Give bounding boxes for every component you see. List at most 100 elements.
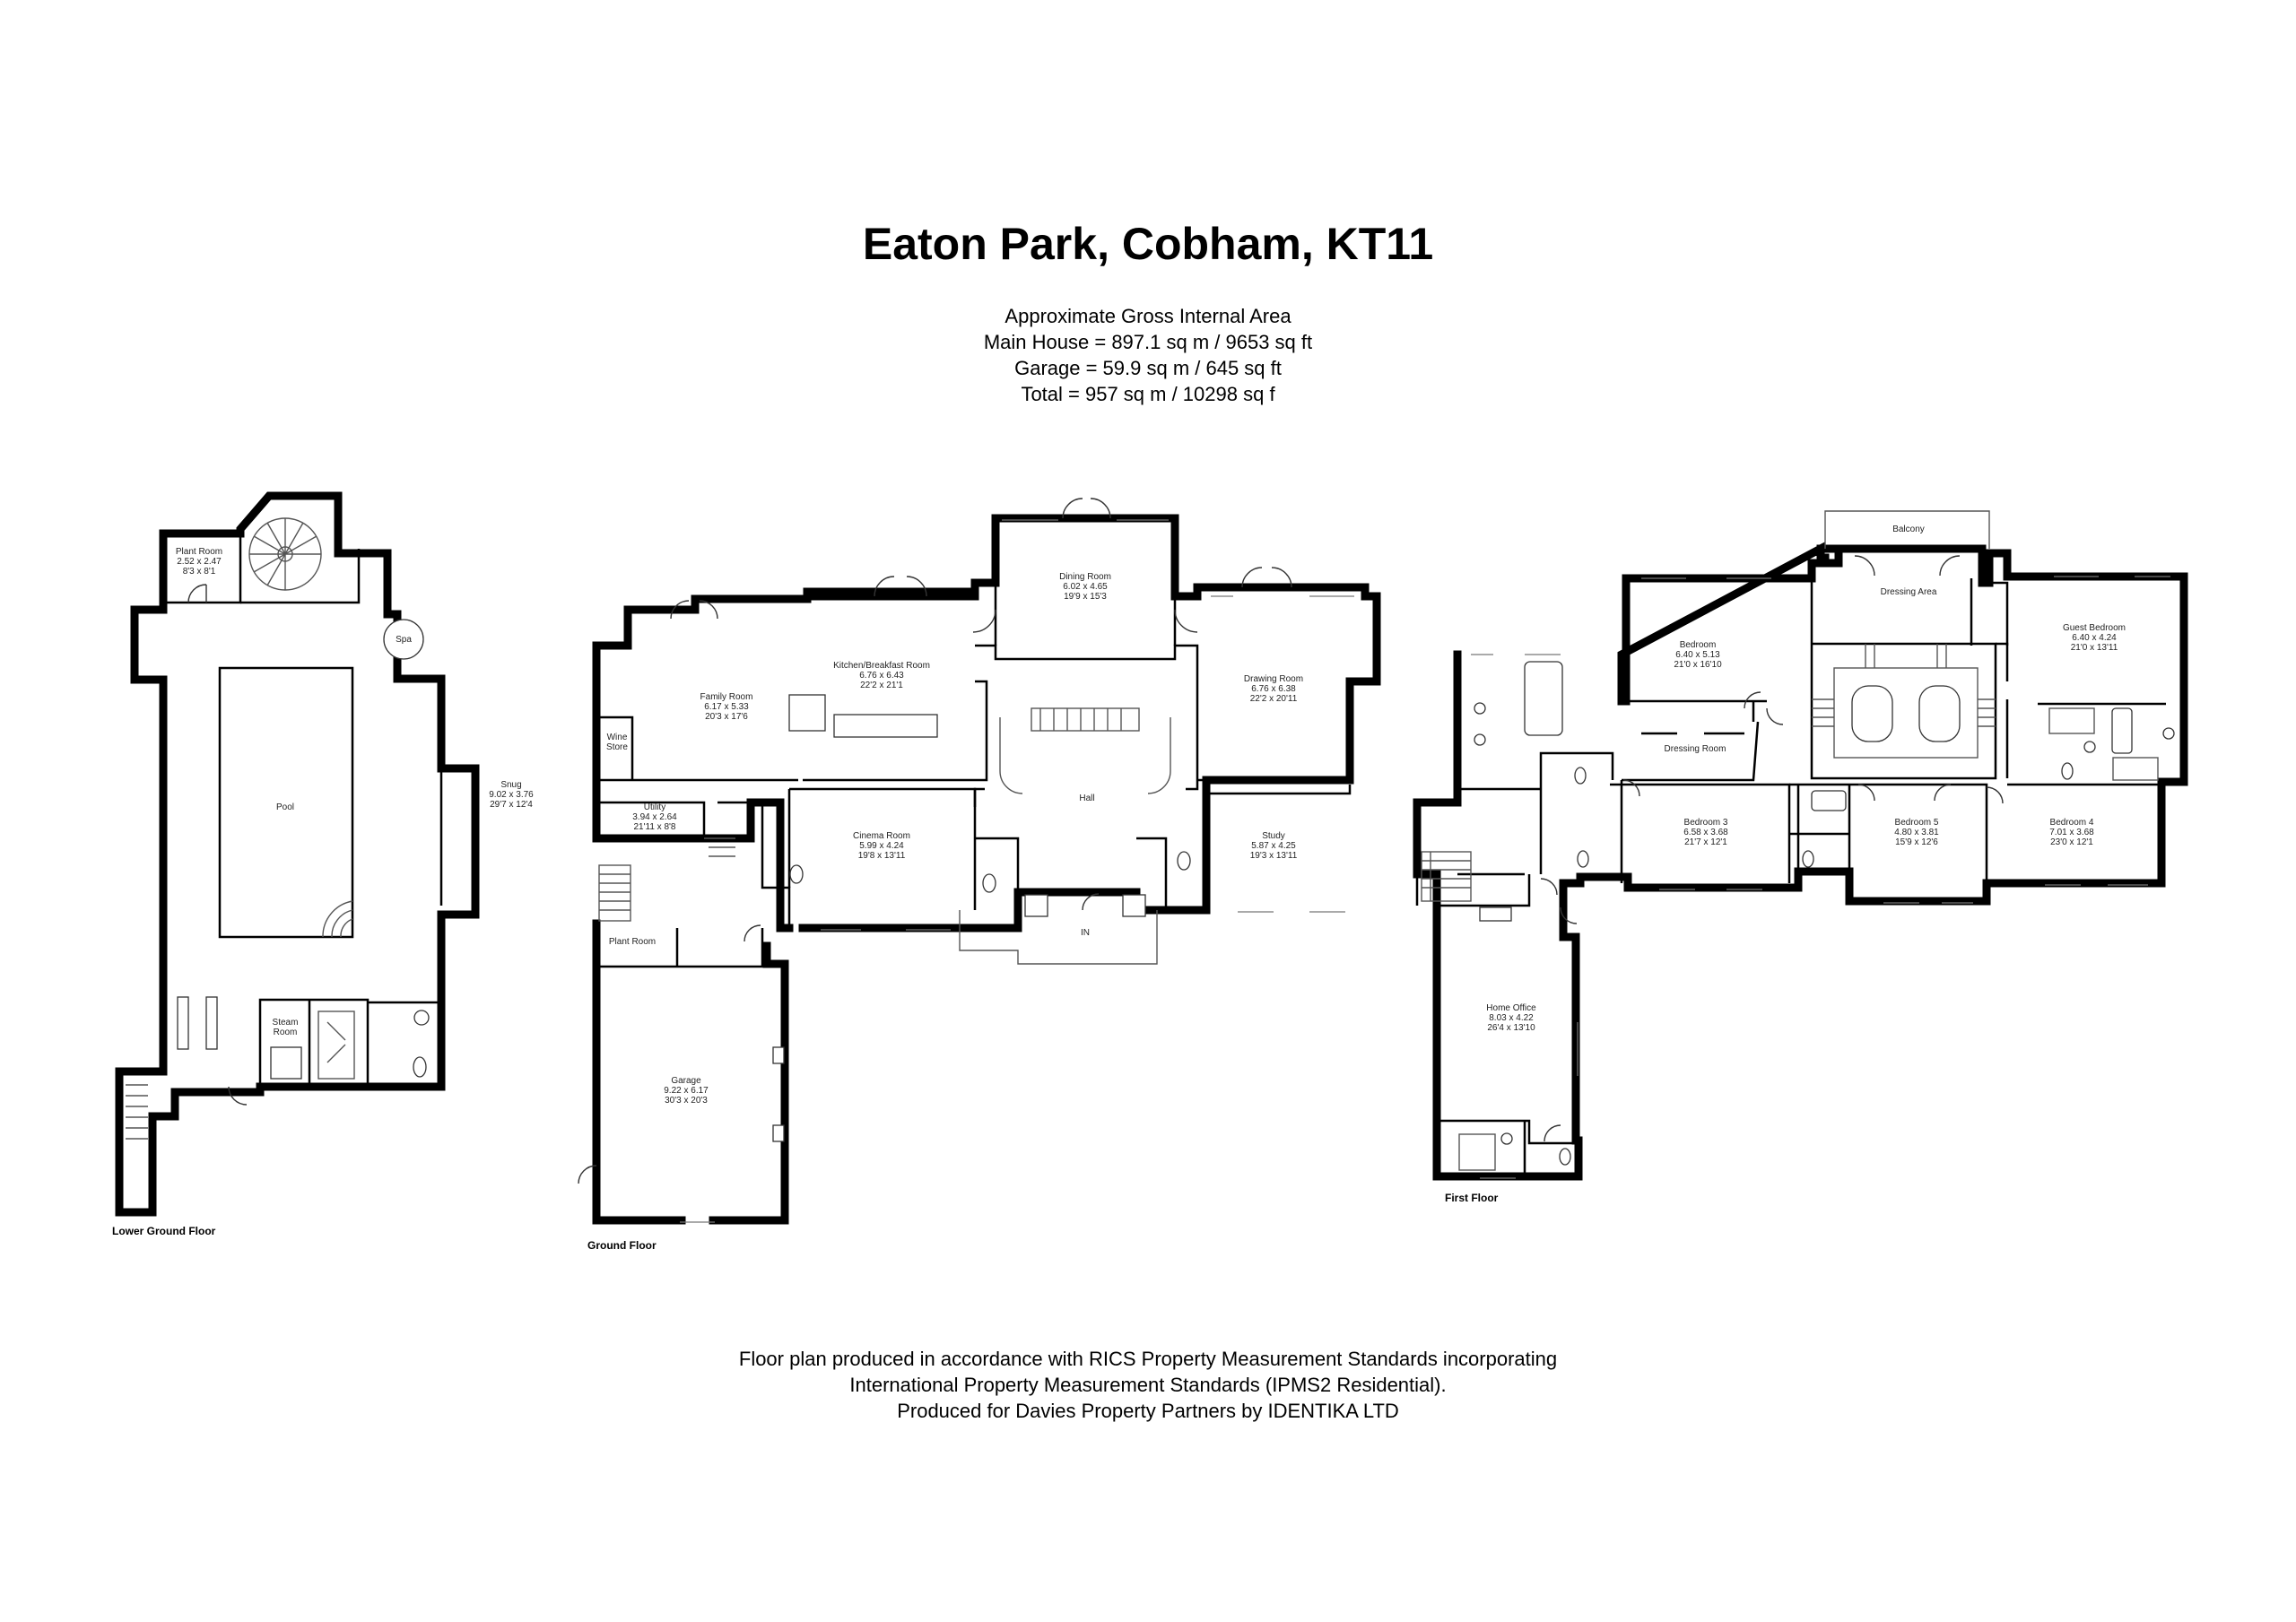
gf-cinema-imperial: 19'8 x 13'11 (858, 851, 906, 861)
lg-pool-name: Pool (276, 802, 294, 812)
gf-dining-metric: 6.02 x 4.65 (1063, 582, 1108, 592)
gf-garage-name: Garage (671, 1076, 701, 1086)
lower-ground-outer-wall (115, 491, 480, 1217)
pool-basin (218, 666, 354, 939)
door-swing (670, 576, 927, 620)
ff-guest-bedroom-metric: 6.40 x 4.24 (2072, 633, 2117, 643)
ff-dressing-area-name: Dressing Area (1881, 587, 1937, 597)
lg-snug-metric: 9.02 x 3.76 (489, 790, 534, 800)
gf-study-imperial: 19'3 x 13'11 (1250, 851, 1298, 861)
central-stair-void (1812, 644, 1996, 759)
ff-home-office-imperial: 26'4 x 13'10 (1487, 1023, 1535, 1033)
master-bedroom-walls (1622, 699, 1767, 782)
footer-line-3: Produced for Davies Property Partners by… (897, 1400, 1399, 1422)
wc (413, 1056, 427, 1078)
stair-well-walls (1810, 642, 1997, 780)
gf-hall-name: Hall (1079, 794, 1094, 803)
windows (1471, 576, 2170, 1179)
cinema-walls (787, 787, 977, 910)
ff-home-office-name: Home Office (1486, 1003, 1536, 1013)
dressing-area-walls (1810, 578, 2009, 646)
gf-wine-name2: Store (606, 742, 628, 752)
ground-floor-label: Ground Floor (587, 1239, 657, 1252)
ensuite-walls (1457, 751, 1614, 874)
basin (1474, 702, 1486, 715)
area-summary: Approximate Gross Internal Area Main Hou… (0, 303, 2296, 407)
gf-study-name: Study (1262, 831, 1285, 841)
gf-drawing-imperial: 22'2 x 20'11 (1250, 694, 1298, 704)
ff-bedroom-3-metric: 6.58 x 3.68 (1683, 828, 1728, 837)
utility-stair (598, 837, 735, 922)
hall-main-stair (999, 707, 1171, 794)
garage-pier (772, 1046, 785, 1064)
gf-plant-room-name: Plant Room (609, 937, 656, 947)
wc (982, 873, 996, 893)
ff-balcony-name: Balcony (1892, 525, 1925, 534)
gf-garage-imperial: 30'3 x 20'3 (665, 1096, 708, 1106)
kitchenette (1479, 906, 1512, 922)
first-main-outer-wall (1413, 542, 2188, 1181)
kitchen-island (833, 714, 938, 738)
lg-steam-name: Steam (273, 1018, 299, 1028)
gf-kitchen-imperial: 22'2 x 21'1 (860, 681, 903, 690)
ff-bedroom-5-metric: 4.80 x 3.81 (1894, 828, 1939, 837)
utility-walls (596, 801, 791, 928)
gf-dining-imperial: 19'9 x 15'3 (1064, 592, 1107, 602)
garage-pier (772, 1124, 785, 1142)
spa-tub (383, 619, 424, 660)
spiral-stair-treads (249, 518, 321, 590)
study-walls (1206, 785, 1352, 795)
gf-drawing-metric: 6.76 x 6.38 (1251, 684, 1296, 694)
ff-guest-bedroom-name: Guest Bedroom (2063, 623, 2126, 633)
stair-wall (240, 549, 361, 604)
garage-outer-wall (592, 919, 789, 1225)
plant-room-wall (596, 928, 764, 968)
basin (2162, 727, 2175, 740)
ff-bedroom-5-name: Bedroom 5 (1895, 818, 1939, 828)
kitchen-counter (788, 694, 826, 732)
gf-cinema-name: Cinema Room (853, 831, 910, 841)
hall-walls (973, 644, 1199, 807)
bedroom-5-walls (1848, 783, 1988, 883)
door-swing (972, 609, 1198, 911)
wc (2061, 762, 2074, 780)
gf-entrance-label: IN (1081, 928, 1090, 938)
lg-plant-room-imperial: 8'3 x 8'1 (183, 567, 216, 577)
home-office-walls (1437, 874, 1576, 1176)
area-total: Total = 957 sq m / 10298 sq f (1021, 383, 1275, 405)
gf-utility-metric: 3.94 x 2.64 (632, 812, 677, 822)
door-swing (1540, 878, 1578, 1142)
bathtub (1811, 790, 1847, 811)
lower-ground-floor-label: Lower Ground Floor (112, 1225, 216, 1237)
hall-wc-walls (975, 837, 1168, 910)
gf-utility-imperial: 21'11 x 8'8 (633, 822, 675, 832)
lg-snug-imperial: 29'7 x 12'4 (490, 800, 533, 810)
steam-room-bench (270, 1046, 302, 1080)
gf-study-metric: 5.87 x 4.25 (1251, 841, 1296, 851)
door-swing (1744, 555, 1961, 725)
entrance-porch (959, 910, 1158, 965)
windows (680, 519, 1354, 1223)
ff-dressing-room-name: Dressing Room (1665, 744, 1726, 754)
wc (1574, 767, 1587, 785)
lower-ground-floor-plan: Plant Room 2.52 x 2.47 8'3 x 8'1 Spa Poo… (112, 491, 534, 1237)
shower-tray (317, 1010, 355, 1080)
gf-utility-name: Utility (644, 802, 665, 812)
shower-tray (2112, 757, 2159, 781)
ff-bedroom-3-imperial: 21'7 x 12'1 (1684, 837, 1727, 847)
ground-floor-plan: Dining Room 6.02 x 4.65 19'9 x 15'3 Kitc… (578, 498, 1381, 1252)
lg-plant-room-metric: 2.52 x 2.47 (177, 557, 222, 567)
porch-column (1122, 894, 1146, 917)
gf-family-metric: 6.17 x 5.33 (704, 702, 749, 712)
wc (1177, 851, 1191, 871)
lower-stair (126, 1084, 148, 1140)
wc (1559, 1148, 1571, 1166)
lg-steam-name2: Room (274, 1028, 298, 1037)
gf-cinema-metric: 5.99 x 4.24 (859, 841, 904, 851)
footer-credits: Floor plan produced in accordance with R… (0, 1346, 2296, 1424)
ff-bedroom-5-imperial: 15'9 x 12'6 (1895, 837, 1938, 847)
bath-walls (1789, 783, 1849, 872)
balcony-railing (1824, 510, 1990, 549)
page-title: Eaton Park, Cobham, KT11 (862, 219, 1434, 269)
wine-store-wall (596, 716, 634, 780)
